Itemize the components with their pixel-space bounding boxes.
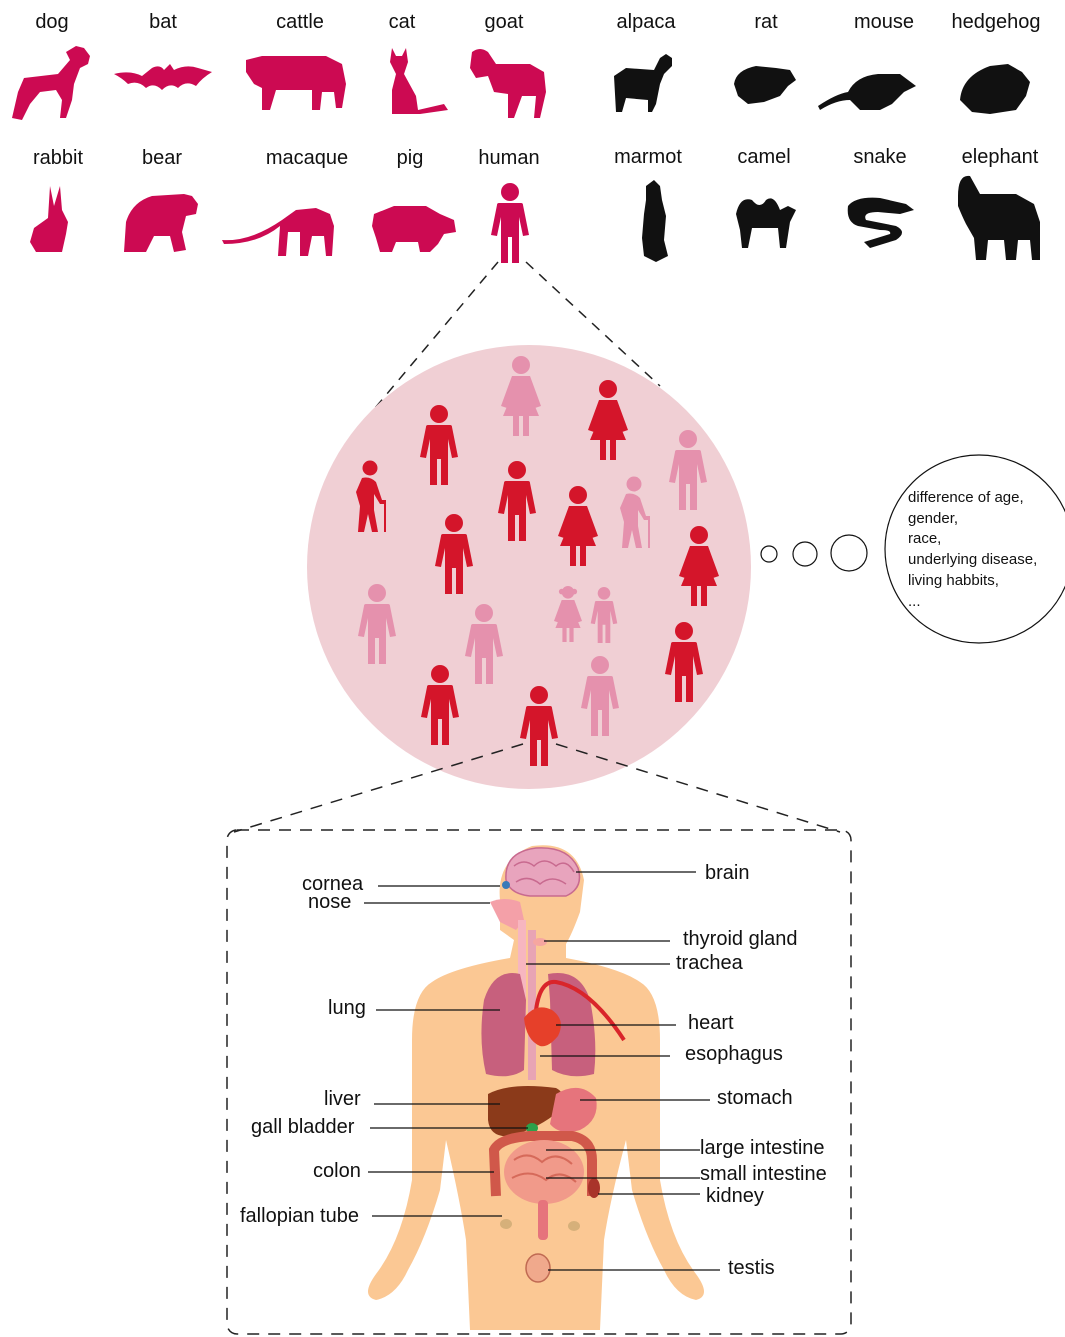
dog-icon [12,46,90,120]
organ-label-colon: colon [313,1160,361,1183]
thought-line: race, [908,529,1065,550]
cattle-icon [246,56,346,110]
marmot-icon [642,180,668,262]
brain-illustration [506,848,580,896]
organ-label-small-intestine: small intestine [700,1163,827,1186]
rat-icon [734,66,796,104]
organ-label-lung: lung [328,997,366,1020]
elephant-icon [958,176,1040,260]
organ-label-liver: liver [324,1088,361,1111]
thought-bubble-text: difference of age, gender, race, underly… [908,488,1065,612]
organ-label-testis: testis [728,1257,775,1280]
bat-icon [114,64,212,90]
bear-icon [124,194,198,252]
alpaca-icon [614,54,672,112]
organ-label-heart: heart [688,1012,734,1035]
human-icon [491,183,529,263]
organ-label-kidney: kidney [706,1185,764,1208]
organ-label-thyroid-gland: thyroid gland [683,928,798,951]
cat-icon [390,48,448,114]
organ-label-brain: brain [705,862,749,885]
thought-line: gender, [908,509,1065,530]
thyroid-illustration [533,938,547,946]
testis-illustration [526,1254,550,1282]
macaque-icon [222,208,334,256]
thought-line: ... [908,592,1065,613]
organ-label-nose: nose [308,891,351,914]
organ-label-large-intestine: large intestine [700,1137,825,1160]
thought-bubble-medium [793,542,817,566]
rabbit-icon [30,186,68,252]
thought-line: difference of age, [908,488,1065,509]
organ-label-fallopian-tube: fallopian tube [240,1205,359,1228]
thought-bubble-small [761,546,777,562]
zoom-line-body-right [556,744,840,832]
mouse-icon [818,74,916,110]
snake-icon [848,198,914,248]
goat-icon [470,49,546,118]
organ-label-trachea: trachea [676,952,743,975]
ovary-left [500,1219,512,1229]
kidney-illustration [588,1178,600,1198]
eye-icon [502,881,510,889]
thought-bubble-large [831,535,867,571]
thought-line: underlying disease, [908,550,1065,571]
zoom-line-body-left [234,744,523,832]
organ-label-esophagus: esophagus [685,1043,783,1066]
rectum-illustration [538,1200,548,1240]
pig-icon [372,206,456,252]
organ-label-stomach: stomach [717,1087,793,1110]
organ-label-gall-bladder: gall bladder [251,1116,354,1139]
ovary-right [568,1221,580,1231]
camel-icon [736,198,796,248]
hedgehog-icon [960,64,1030,114]
thought-line: living habbits, [908,571,1065,592]
